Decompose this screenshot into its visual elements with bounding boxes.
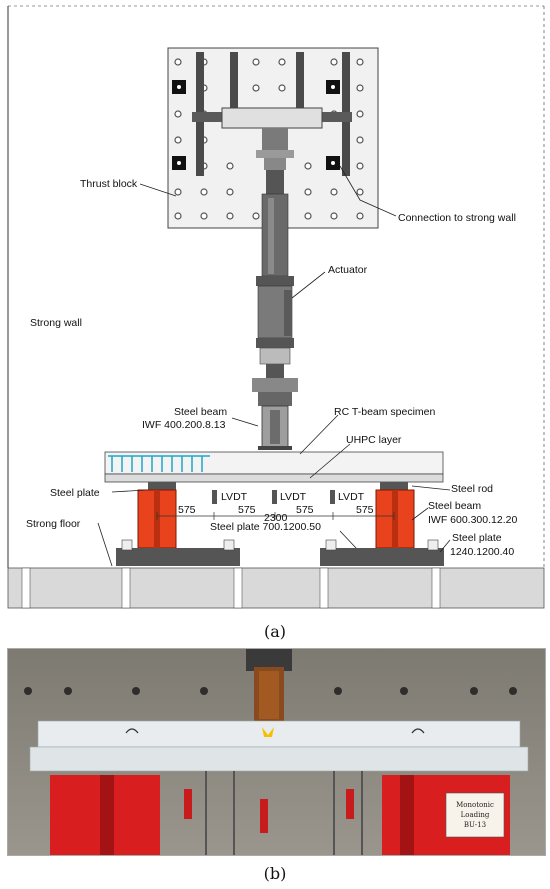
label-steel-plate-mid: Steel plate 700.1200.50 bbox=[210, 521, 321, 533]
label-lvdt-1: LVDT bbox=[221, 491, 248, 503]
lvdt-2 bbox=[272, 490, 277, 504]
caption-a: (a) bbox=[263, 622, 287, 641]
leader-lines bbox=[97, 165, 451, 567]
test-sign bbox=[445, 792, 505, 838]
label-steel-beam-top-2: IWF 400.200.8.13 bbox=[142, 419, 226, 431]
label-actuator: Actuator bbox=[328, 264, 368, 276]
label-uhpc: UHPC layer bbox=[346, 434, 402, 446]
strong-floor bbox=[7, 567, 545, 609]
specimen-photo bbox=[37, 720, 521, 748]
label-steel-plate-left: Steel plate bbox=[50, 487, 100, 499]
label-thrust-block: Thrust block bbox=[80, 178, 138, 190]
loading-steel-beam bbox=[258, 405, 292, 450]
lvdt-1 bbox=[212, 490, 217, 504]
label-steel-plate-right-1: Steel plate bbox=[452, 532, 502, 544]
label-lvdt-2: LVDT bbox=[280, 491, 307, 503]
label-steel-plate-right-2: 1240.1200.40 bbox=[450, 546, 514, 558]
label-steel-beam-top-1: Steel beam bbox=[174, 406, 227, 418]
dim-2300: 2300 bbox=[264, 512, 288, 524]
sign-line-1: Monotonic bbox=[456, 801, 494, 809]
dim-575-1: 575 bbox=[178, 504, 196, 516]
test-setup-photo: Monotonic Loading BU-13 bbox=[7, 648, 546, 856]
sign-line-2: Loading bbox=[461, 811, 490, 819]
lvdt-3 bbox=[330, 490, 335, 504]
caption-b: (b) bbox=[263, 864, 287, 883]
label-lvdt-3: LVDT bbox=[338, 491, 365, 503]
dim-575-3: 575 bbox=[296, 504, 314, 516]
dimension-lines bbox=[156, 512, 395, 520]
rc-t-beam-specimen bbox=[104, 451, 444, 483]
actuator bbox=[252, 158, 298, 406]
test-setup-diagram: Thrust block Connection to strong wall A… bbox=[7, 5, 545, 609]
dim-575-2: 575 bbox=[238, 504, 256, 516]
label-steel-beam-right-2: IWF 600.300.12.20 bbox=[428, 514, 517, 526]
label-steel-rod: Steel rod bbox=[451, 483, 493, 495]
thrust-block bbox=[167, 47, 379, 229]
dim-575-4: 575 bbox=[356, 504, 374, 516]
label-connection: Connection to strong wall bbox=[398, 212, 516, 224]
label-specimen: RC T-beam specimen bbox=[334, 406, 436, 418]
right-support bbox=[320, 482, 444, 566]
label-strong-wall: Strong wall bbox=[30, 317, 82, 329]
sign-line-3: BU-13 bbox=[464, 821, 486, 829]
label-strong-floor: Strong floor bbox=[26, 518, 81, 530]
label-steel-beam-right-1: Steel beam bbox=[428, 500, 481, 512]
